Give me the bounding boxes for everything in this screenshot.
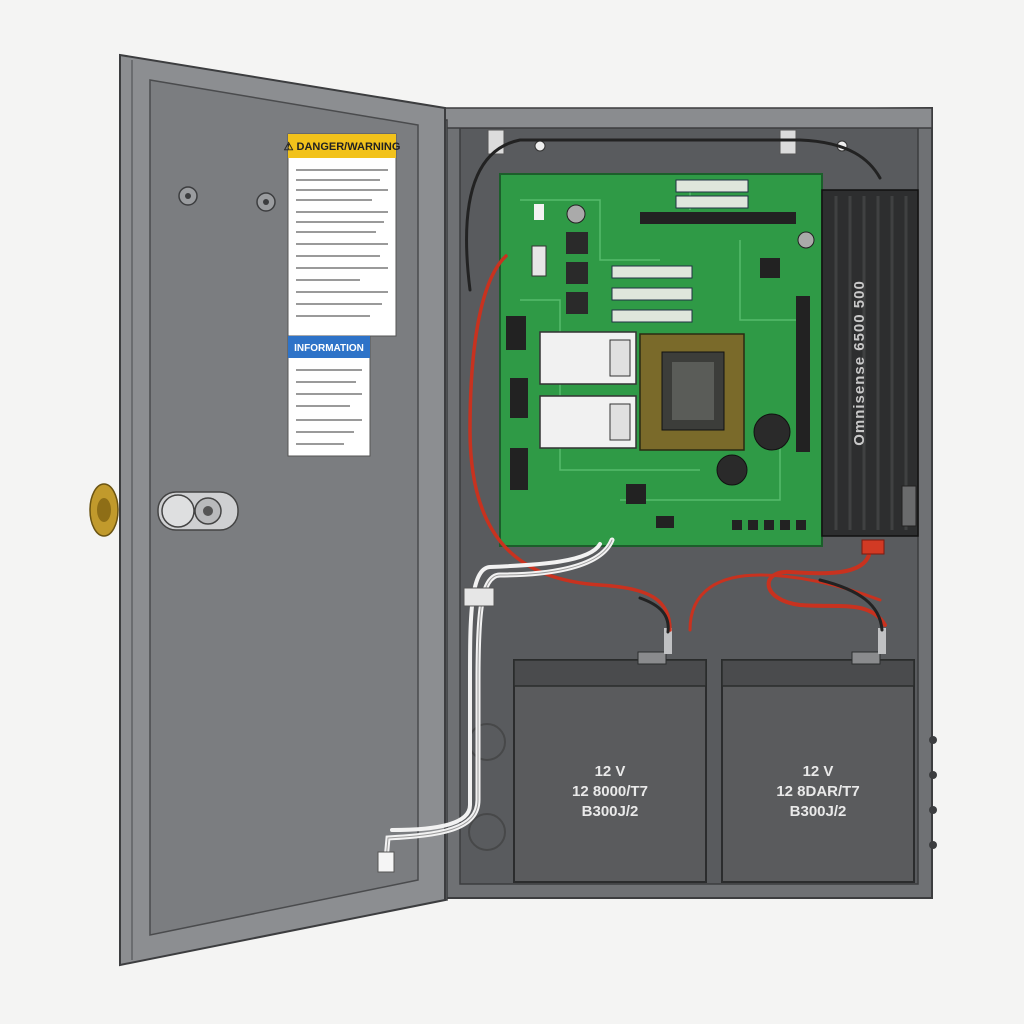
inverter-module: Omnisense 6500 500 [821,189,919,537]
wiring [377,138,887,873]
info-label-title: INFORMATION [294,343,364,354]
battery-right: 12 V 12 8DAR/T7 B300J/2 [721,628,915,883]
info-label: INFORMATION [287,335,371,457]
battery-right-voltage: 12 V [803,763,834,780]
inverter-label: Omnisense 6500 500 [851,280,868,446]
battery-left: 12 V 12 8000/T7 B300J/2 [513,628,707,883]
battery-left-voltage: 12 V [595,763,626,780]
warning-label-title: ⚠ DANGER/WARNING [284,141,401,153]
control-circuit-board [499,173,823,547]
battery-left-code: B300J/2 [582,803,639,820]
battery-right-code: B300J/2 [790,803,847,820]
door-lock[interactable] [89,483,239,537]
battery-right-model: 12 8DAR/T7 [776,783,859,800]
warning-label: ⚠ DANGER/WARNING [284,133,401,337]
battery-left-model: 12 8000/T7 [572,783,648,800]
